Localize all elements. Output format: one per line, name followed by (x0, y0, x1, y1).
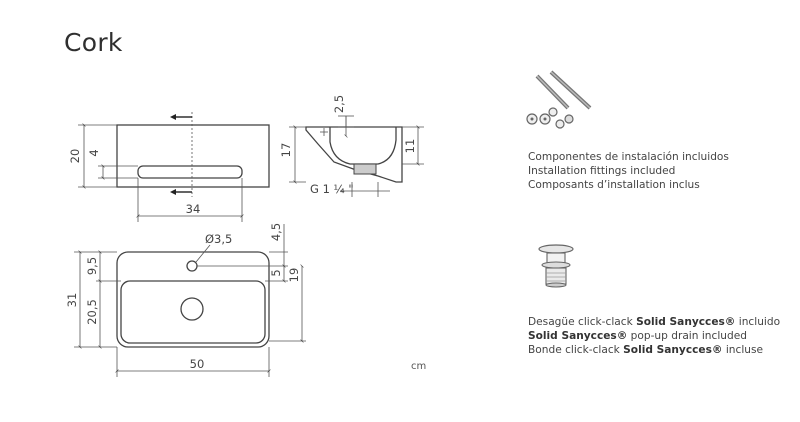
drain-caption-en: Solid Sanycces® pop-up drain included (528, 330, 747, 342)
fittings-caption: Componentes de instalación incluidos Ins… (528, 150, 729, 192)
section-arrowhead-top (170, 114, 176, 120)
dim-inner-depth-label: 19 (287, 268, 301, 283)
product-title: Cork (64, 28, 123, 57)
dim-tap-hole-label: Ø3,5 (205, 232, 232, 246)
dim-hole-offset-label: 4,5 (269, 223, 283, 241)
drain-caption-fr: Bonde click-clack Solid Sanycces® inclus… (528, 344, 764, 356)
dim-front-height-label: 20 (68, 149, 82, 164)
dim-side-inner-label: 11 (403, 139, 417, 154)
dim-side-height-label: 17 (279, 143, 293, 158)
dim-side-top-label: 2,5 (332, 95, 346, 113)
dim-basin-depth-label: 20,5 (85, 299, 99, 325)
top-view-basin (120, 280, 266, 344)
section-arrowhead-bottom (170, 189, 176, 195)
side-view-drain (353, 163, 377, 175)
front-view-outline (116, 124, 270, 188)
drain-caption-es: Desagüe click-clack Solid Sanycces® incl… (528, 316, 781, 328)
tap-hole (186, 260, 198, 272)
fittings-caption-fr: Composants d’installation inclus (528, 179, 700, 191)
dim-slot-height-label: 4 (87, 149, 101, 156)
dim-top-depth-label: 31 (65, 293, 79, 308)
popup-drain-icon (538, 244, 574, 288)
top-view-outline (116, 251, 270, 348)
top-view: Ø3,5 31 9,5 20,5 4,5 5 19 50 (65, 223, 306, 377)
unit-label: cm (411, 361, 427, 372)
drain-hole (180, 297, 204, 321)
dim-drain-thread-label: G 1 ¼ " (310, 182, 354, 196)
dim-hole-to-basin-label: 5 (269, 269, 283, 276)
front-view: 20 4 34 (68, 112, 270, 222)
front-view-slot (137, 165, 243, 179)
dim-top-width-label: 50 (190, 357, 205, 371)
fittings-caption-en: Installation fittings included (528, 165, 676, 177)
dim-back-ledge-label: 9,5 (85, 257, 99, 275)
dim-slot-width-label: 34 (186, 202, 201, 216)
side-view: 2,5 17 11 G 1 ¼ " (279, 95, 424, 197)
side-view-basin (329, 127, 397, 165)
installation-fittings-icon (526, 70, 592, 129)
drain-caption: Desagüe click-clack Solid Sanycces® incl… (528, 315, 780, 357)
fittings-caption-es: Componentes de instalación incluidos (528, 151, 729, 163)
